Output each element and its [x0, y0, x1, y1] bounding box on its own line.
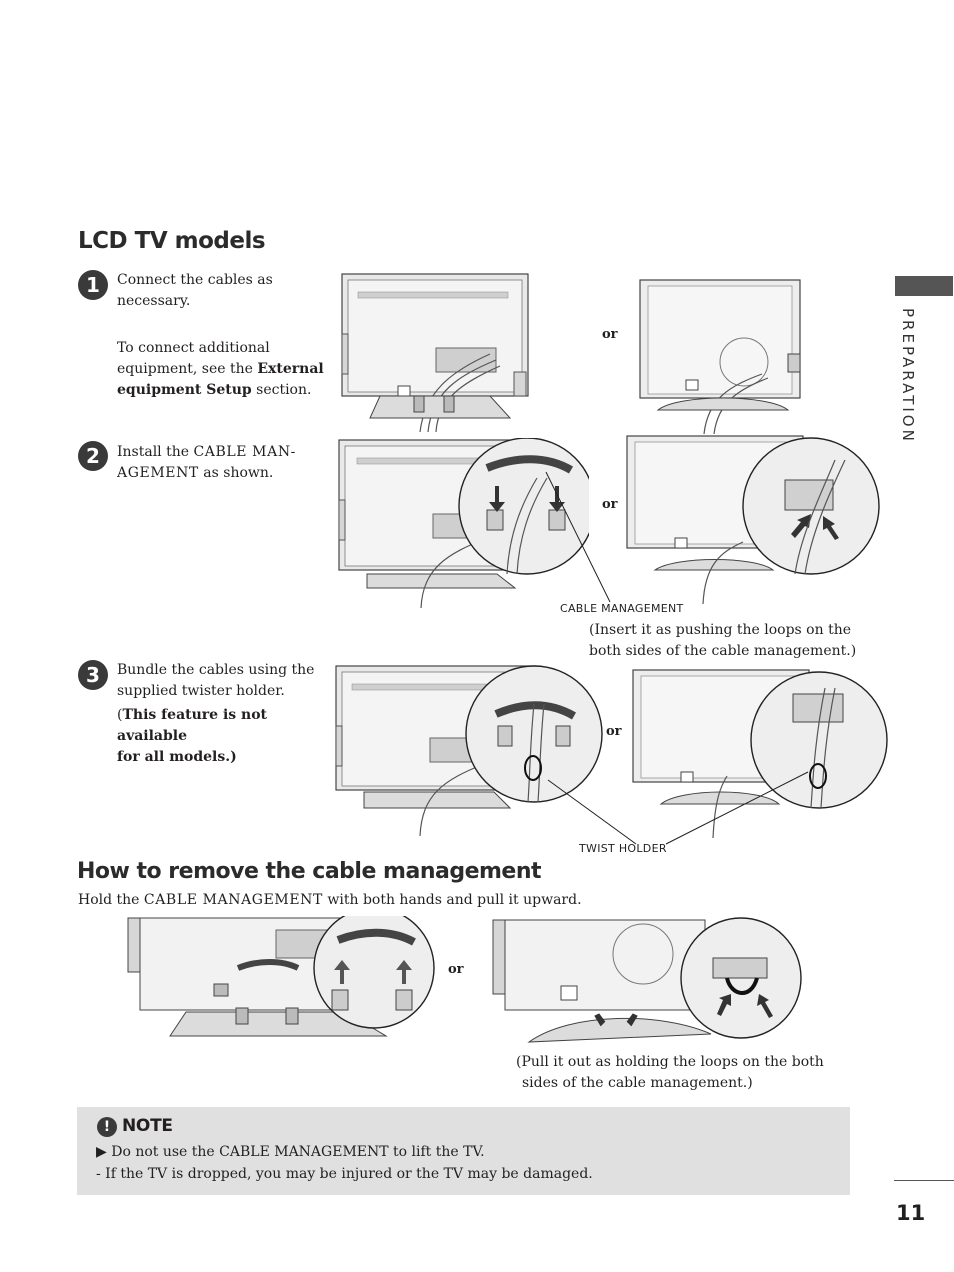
step-1-line-1: Connect the cables as necessary.	[117, 272, 273, 309]
tv-back-cables-illustration-b	[639, 279, 801, 434]
install-cable-management-illustration-a	[338, 438, 589, 608]
section-tab-marker	[895, 276, 953, 296]
twist-holder-callout: TWIST HOLDER	[579, 842, 667, 855]
step-3-not-available-bold: This feature is not available	[117, 707, 268, 744]
pull-note: (Pull it out as holding the loops on the…	[516, 1052, 836, 1094]
page-number-rule	[894, 1180, 954, 1181]
note-line-1-cable-management: CABLE MANAGEMENT	[219, 1144, 389, 1160]
step-2-line-2: as shown.	[198, 465, 274, 481]
step-3-line-1: Bundle the cables using the	[117, 662, 315, 678]
cable-management-callout: CABLE MANAGEMENT	[560, 602, 684, 615]
or-label-remove: or	[448, 962, 464, 977]
pull-note-line-1: (Pull it out as holding the loops on the…	[516, 1054, 824, 1070]
cable-management-pointer-line	[545, 471, 611, 603]
install-cable-management-illustration-b	[626, 435, 880, 604]
pull-note-line-2: sides of the cable management.)	[522, 1075, 753, 1091]
step-1-badge: 1	[78, 270, 108, 300]
section-tab-label: PREPARATION	[899, 308, 917, 444]
twist-holder-illustration-b	[632, 669, 888, 838]
remove-cable-management-illustration-b	[492, 917, 802, 1043]
step-1-equipment-setup-bold: equipment Setup	[117, 382, 252, 398]
remove-cable-management-illustration-a	[127, 916, 435, 1037]
remove-instruction-pre: Hold the	[78, 892, 144, 908]
section-title-remove-cable-management: How to remove the cable management	[77, 859, 542, 884]
step-3-all-models-bold: for all models.)	[117, 749, 237, 765]
step-2-line-1: Install the	[117, 444, 194, 460]
note-line-1: ▶ Do not use the CABLE MANAGEMENT to lif…	[96, 1144, 485, 1160]
note-line-1-pre: ▶ Do not use the	[96, 1144, 220, 1160]
note-box: ! NOTE ▶ Do not use the CABLE MANAGEMENT…	[77, 1107, 850, 1195]
step-2-cable-man: CABLE MAN-	[193, 444, 297, 460]
insert-note-line-1: (Insert it as pushing the loops on the	[589, 622, 852, 638]
or-label-row-1: or	[602, 327, 618, 342]
step-1-line-2: To connect additional	[117, 340, 270, 356]
tv-back-cables-illustration-a	[341, 273, 529, 432]
or-label-row-2: or	[602, 497, 618, 512]
note-title: NOTE	[122, 1116, 173, 1136]
remove-instruction: Hold the CABLE MANAGEMENT with both hand…	[78, 890, 582, 911]
step-1-line-4: section.	[251, 382, 312, 398]
step-3-paren: (	[117, 707, 123, 723]
twist-holder-pointer-lines	[547, 771, 809, 845]
page-number: 11	[896, 1201, 926, 1225]
note-line-2: - If the TV is dropped, you may be injur…	[96, 1166, 593, 1182]
step-1-external-bold: External	[257, 361, 324, 377]
warning-icon: !	[97, 1117, 117, 1137]
remove-instruction-post: with both hands and pull it upward.	[322, 892, 582, 908]
or-label-row-3: or	[606, 724, 622, 739]
insert-note-line-2: both sides of the cable management.)	[589, 643, 857, 659]
note-line-1-post: to lift the TV.	[388, 1144, 485, 1160]
twist-holder-illustration-a	[335, 665, 603, 836]
step-1-text: Connect the cables as necessary. To conn…	[117, 270, 332, 401]
step-2-text: Install the CABLE MAN- AGEMENT as shown.	[117, 442, 322, 484]
step-3-line-2: supplied twister holder.	[117, 683, 285, 699]
step-3-text: Bundle the cables using the supplied twi…	[117, 660, 332, 768]
insert-note: (Insert it as pushing the loops on the b…	[589, 620, 859, 662]
step-1-line-3: equipment, see the	[117, 361, 258, 377]
section-title-lcd-tv-models: LCD TV models	[78, 228, 266, 254]
remove-instruction-cable-management: CABLE MANAGEMENT	[143, 892, 323, 908]
step-2-agement: AGEMENT	[117, 465, 199, 481]
step-3-badge: 3	[78, 660, 108, 690]
step-2-badge: 2	[78, 441, 108, 471]
